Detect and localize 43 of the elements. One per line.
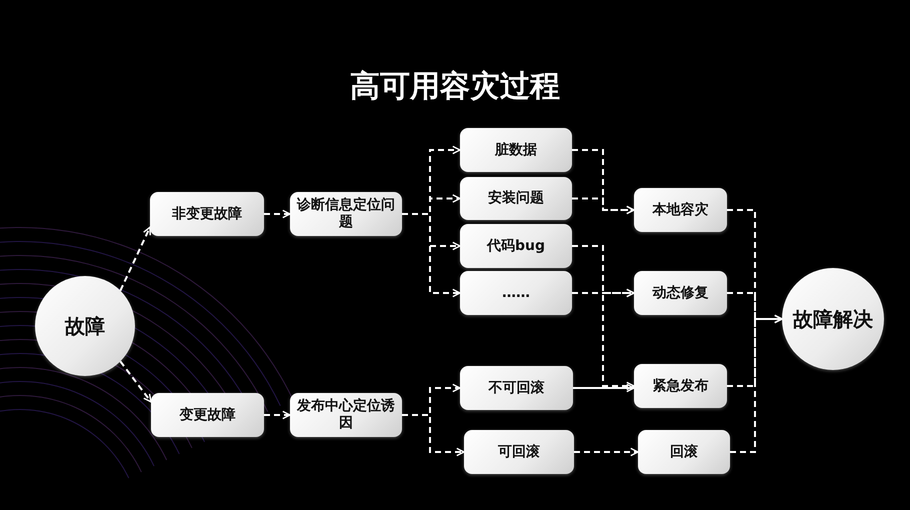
connector-arrow — [264, 410, 291, 420]
node-label: 回滚 — [669, 444, 699, 460]
process-box — [150, 192, 264, 236]
diagram-title: 高可用容灾过程 — [349, 68, 561, 106]
connector-arrow — [264, 210, 291, 218]
node-label: 发布中心定位诱因 — [296, 398, 396, 432]
node-label: 不可回滚 — [487, 380, 546, 396]
node-label: 非变更故障 — [171, 206, 243, 222]
process-box — [460, 177, 572, 220]
process-box — [634, 364, 727, 408]
node-label: 故障 — [64, 314, 106, 338]
node-label: …… — [501, 284, 531, 302]
process-box — [151, 393, 264, 437]
connector-arrow — [573, 384, 635, 392]
connector-arrow — [574, 448, 639, 456]
node-label: 紧急发布 — [652, 378, 710, 394]
connector-arrow — [572, 198, 635, 214]
node-label: 变更故障 — [178, 406, 236, 424]
connector-arrow — [572, 245, 635, 390]
node-label: 安装问题 — [487, 190, 545, 207]
node-label: 诊断信息定位问题 — [296, 197, 396, 231]
node-label: 本地容灾 — [651, 202, 710, 218]
circle-node — [35, 276, 135, 376]
process-box — [638, 430, 730, 474]
process-box — [464, 430, 574, 474]
connector-arrow — [402, 414, 465, 456]
process-box — [460, 271, 572, 315]
process-box — [460, 224, 572, 268]
connector-arrow — [730, 314, 783, 453]
node-label: 脏数据 — [494, 142, 538, 158]
process-box — [634, 271, 727, 315]
process-box — [290, 192, 402, 236]
process-box — [634, 188, 727, 232]
node-label: 代码bug — [486, 238, 546, 254]
node-label: 故障解决 — [792, 307, 874, 331]
connector-arrow — [402, 213, 461, 298]
process-box — [290, 393, 402, 437]
process-box — [460, 128, 572, 172]
connector-arrow — [572, 288, 635, 298]
process-box — [460, 366, 573, 410]
connector-arrow — [119, 226, 151, 292]
node-label: 动态修复 — [651, 284, 710, 302]
node-label: 可回滚 — [497, 444, 541, 460]
